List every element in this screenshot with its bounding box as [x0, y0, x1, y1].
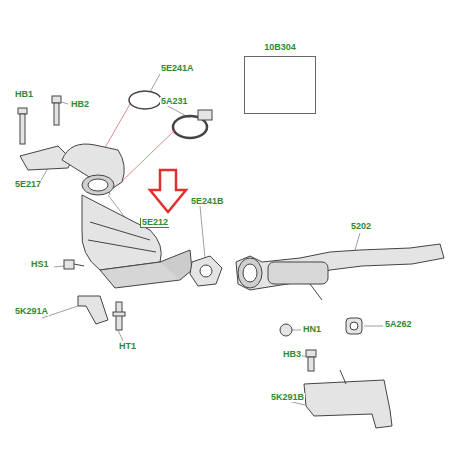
leader-lines: [40, 74, 383, 405]
callout-number: 5K291B: [270, 393, 305, 402]
callout-number: HS1: [30, 260, 50, 269]
callout-number: 10B304: [264, 43, 296, 52]
callout-number: 5E217: [14, 180, 42, 189]
callout-number: HB2: [70, 100, 90, 109]
callout-number: HN1: [302, 325, 322, 334]
callout-number: 5A262: [384, 320, 413, 329]
pointer-arrow: [150, 170, 186, 212]
parts: [18, 91, 444, 428]
callout-number: 5E212: [140, 218, 169, 228]
callout-number: HB3: [282, 350, 302, 359]
callout-number: 5E241B: [190, 197, 225, 206]
callout-number: 5E241A: [160, 64, 195, 73]
kit-box: 10B304: [244, 56, 316, 114]
callout-number: HT1: [118, 342, 137, 351]
callout-number: 5K291A: [14, 307, 49, 316]
callout-number: 5A231: [160, 97, 189, 106]
callout-number: 5202: [350, 222, 372, 231]
callout-number: HB1: [14, 90, 34, 99]
